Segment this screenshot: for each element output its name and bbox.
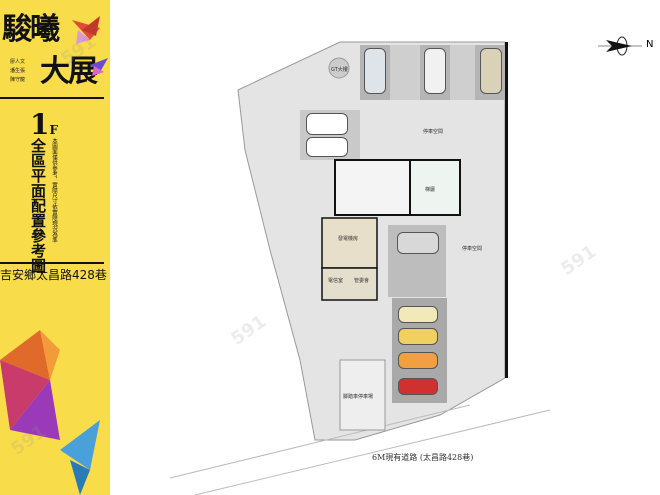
floor-number: 1 <box>30 108 50 141</box>
origami-bird-icon <box>0 330 100 495</box>
bike-room <box>339 359 386 431</box>
road-label: 6M現有道路 (太昌路428巷) <box>372 453 474 462</box>
car-icon <box>306 137 348 157</box>
origami-bird-icon <box>72 16 108 76</box>
room-label: 停車空間 <box>462 246 483 252</box>
car-icon <box>480 48 502 94</box>
sign-circle <box>328 57 350 79</box>
room-label: 發電機房 <box>338 236 359 242</box>
floor-label: 1F <box>30 108 58 141</box>
credit: 陳守龍 <box>10 77 26 83</box>
address: 吉安鄉太昌路428巷 <box>0 268 107 282</box>
compass-icon: N <box>598 34 658 62</box>
credit: 廖人文 <box>10 59 26 65</box>
car-icon <box>398 328 438 345</box>
credits: 廖人文 潘生張 陳守龍 <box>10 58 32 85</box>
room-label: 電信室 <box>328 278 344 284</box>
disclaimer: 本圖面僅供參考，實際尺寸依實際現況為準 <box>51 138 57 243</box>
sign-label: GT大樓 <box>331 67 348 73</box>
room-label: 腳踏車停車場 <box>343 394 374 400</box>
project-title: 駿曦 <box>2 12 60 47</box>
car-icon <box>306 113 348 135</box>
project-title-2: 大展 <box>40 54 98 89</box>
car-icon <box>364 48 386 94</box>
compass-north: N <box>646 39 654 50</box>
divider <box>0 97 104 99</box>
plan-title: 全區平面配置參考圖 <box>29 138 47 273</box>
car-icon <box>424 48 446 94</box>
info-sidebar: 駿曦 廖人文 潘生張 陳守龍 大展 1F 全區平面配置參考圖 本圖面僅供參考，實… <box>0 0 110 495</box>
floor-suffix: F <box>49 123 59 137</box>
room-label: 梯廳 <box>425 187 436 193</box>
divider <box>0 262 104 264</box>
car-icon <box>397 232 439 254</box>
credit: 潘生張 <box>10 68 26 74</box>
car-icon <box>398 352 438 369</box>
generator-room <box>321 217 378 269</box>
elevator-lobby <box>409 159 461 216</box>
utility-rooms <box>321 267 378 301</box>
room-label: 停車空間 <box>423 129 444 135</box>
room-label: 管委會 <box>354 278 370 284</box>
car-icon <box>398 378 438 395</box>
car-icon <box>398 306 438 323</box>
stairwell <box>334 159 411 216</box>
